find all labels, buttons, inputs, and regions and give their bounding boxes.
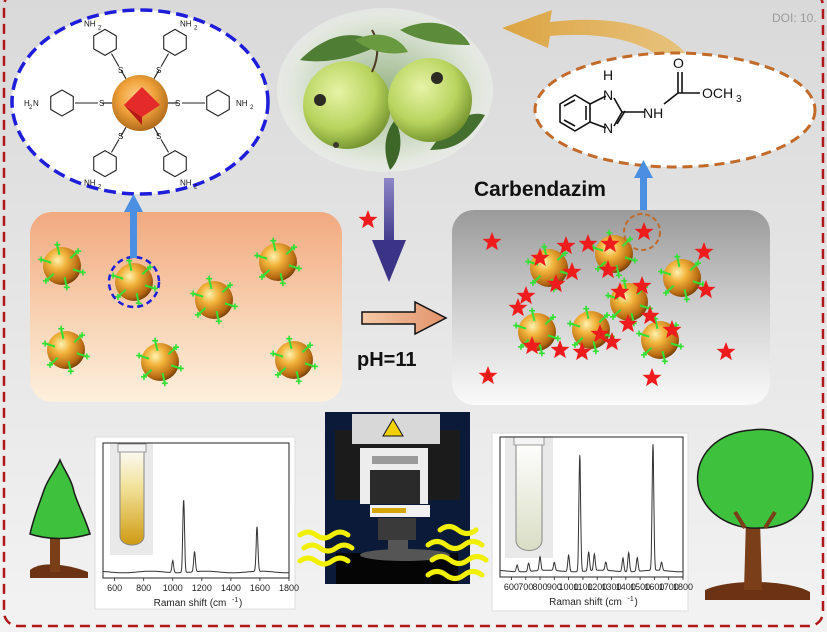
yellow-waves-right xyxy=(425,524,489,581)
spectrum-right-card xyxy=(491,432,689,612)
x-axis-label: Raman shift (cm xyxy=(154,598,227,609)
x-tick-label: 900 xyxy=(547,582,562,592)
spectrum-left-card xyxy=(94,436,296,610)
sulfur-label: S xyxy=(99,99,104,108)
right-nanoparticle xyxy=(590,229,638,279)
x-tick-label: 800 xyxy=(533,582,548,592)
raman-microscope-photo xyxy=(325,412,470,584)
x-tick-label: 1000 xyxy=(559,582,579,592)
left-nanoparticle xyxy=(190,275,238,325)
x-axis-label-exp: -1 xyxy=(232,597,238,604)
salmon-arrow xyxy=(361,300,448,336)
spectrum-line xyxy=(102,500,289,574)
spectrum-frame xyxy=(499,436,684,578)
carbendazim-structure-outline xyxy=(533,51,817,169)
carbendazim-label: Carbendazim xyxy=(474,178,606,201)
left-nanoparticle xyxy=(42,325,90,375)
x-tick-label: 1000 xyxy=(163,583,183,593)
label-och3-sub: 3 xyxy=(736,94,742,105)
left-nanoparticles xyxy=(38,237,318,387)
x-tick-label: 600 xyxy=(504,582,519,592)
x-tick-label: 1200 xyxy=(192,583,212,593)
sulfur-label: S xyxy=(156,66,161,75)
x-tick-label: 1500 xyxy=(630,582,650,592)
amine-label: NH xyxy=(84,179,96,188)
sulfur-label: S xyxy=(118,132,123,141)
right-nanoparticle xyxy=(513,307,561,357)
amine-label: NH xyxy=(180,179,192,188)
amine-label: NH xyxy=(236,99,248,108)
blue-arrow-left xyxy=(124,194,143,258)
doi-text: DOI: 10. xyxy=(772,11,817,25)
label-h: H xyxy=(603,67,613,83)
label-o: O xyxy=(673,55,684,71)
tree-left-icon xyxy=(29,457,91,578)
sulfur-label: S xyxy=(175,99,180,108)
x-tick-label: 1600 xyxy=(250,583,270,593)
x-axis-label-close: ) xyxy=(239,598,242,609)
left-nanoparticle xyxy=(38,241,86,291)
tree-right-icon xyxy=(696,428,814,600)
blue-arrow-right xyxy=(634,160,653,223)
amine-sub: 2 xyxy=(98,185,102,191)
pear-photo xyxy=(277,8,493,172)
amine-label: NH xyxy=(180,19,192,28)
sulfur-label: S xyxy=(118,66,123,75)
label-och3: OCH xyxy=(702,85,733,101)
x-tick-label: 1800 xyxy=(673,582,693,592)
spectrum-frame xyxy=(102,442,290,579)
x-tick-label: 800 xyxy=(136,583,151,593)
amine-sub: 2 xyxy=(98,25,102,31)
purple-arrow-down xyxy=(372,178,406,282)
x-tick-label: 1800 xyxy=(279,583,299,593)
x-tick-label: 1600 xyxy=(644,582,664,592)
x-tick-label: 1300 xyxy=(602,582,622,592)
x-tick-label: 1100 xyxy=(573,582,592,592)
x-tick-label: 1400 xyxy=(616,582,636,592)
left-nanoparticle xyxy=(136,337,184,387)
amine-sub: 2 xyxy=(29,105,33,111)
x-axis-label: Raman shift (cm xyxy=(549,597,622,608)
amine-label: H xyxy=(24,99,30,108)
amine-sub: 2 xyxy=(194,185,198,191)
x-tick-label: 600 xyxy=(107,583,122,593)
highlight-orange-circle xyxy=(623,213,661,251)
x-tick-label: 1400 xyxy=(221,583,241,593)
carbendazim-labels: H N N NH O OCH 3 xyxy=(603,55,742,136)
left-nanoparticle xyxy=(270,335,318,385)
yellow-waves-left xyxy=(297,529,355,567)
x-tick-label: 1700 xyxy=(659,582,679,592)
x-tick-label: 1200 xyxy=(587,582,607,592)
label-nh: NH xyxy=(643,105,663,121)
x-tick-label: 700 xyxy=(518,582,533,592)
highlight-dashed-circle xyxy=(107,255,161,309)
x-axis-label-close: ) xyxy=(635,597,638,608)
amine-n: N xyxy=(33,99,39,108)
amine-sub: 2 xyxy=(194,25,198,31)
amine-sub: 2 xyxy=(250,105,254,111)
label-n-bottom: N xyxy=(603,120,613,136)
amine-label: NH xyxy=(84,19,96,28)
left-nanoparticle xyxy=(254,237,302,287)
spectrum-line xyxy=(499,444,683,573)
ph-label: pH=11 xyxy=(357,349,416,371)
left-nanoparticle xyxy=(110,257,158,307)
right-nanoparticle xyxy=(567,305,615,355)
sulfur-label: S xyxy=(156,132,161,141)
carbendazim-structure xyxy=(559,72,700,132)
x-axis-label-exp: -1 xyxy=(628,596,634,603)
gold-curved-arrow xyxy=(502,10,690,64)
label-n-top: N xyxy=(603,87,613,103)
